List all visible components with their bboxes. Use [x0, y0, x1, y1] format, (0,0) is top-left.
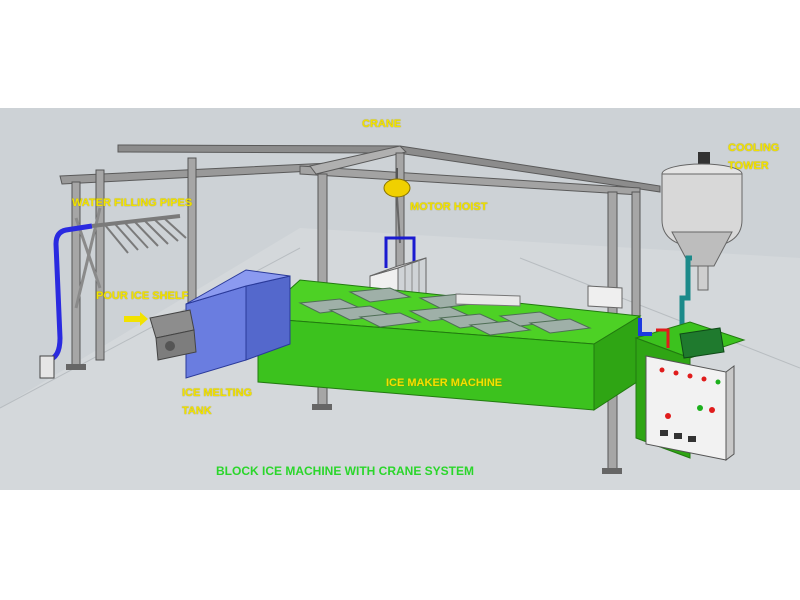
unit-pipe-red	[656, 328, 670, 348]
water-filling-pipes	[39, 214, 187, 379]
cooling-tower	[661, 152, 743, 344]
ice-melting-tank	[185, 269, 291, 379]
control-panel-meters	[660, 430, 696, 442]
tower-outlet	[697, 265, 709, 291]
column-foot-6	[602, 468, 622, 474]
pour-arrow	[124, 312, 148, 326]
hoist-hook-line	[396, 196, 401, 244]
control-panel-lamps	[659, 367, 721, 419]
label-ice-maker-machine: ICE MAKER MACHINE	[386, 377, 503, 389]
diagram-caption: BLOCK ICE MACHINE WITH CRANE SYSTEM	[216, 464, 474, 478]
label-motor-hoist: MOTOR HOIST	[410, 201, 488, 213]
control-panel-side	[725, 365, 735, 461]
filling-manifold	[91, 214, 181, 228]
shelf-wheel	[165, 341, 175, 351]
ice-maker-machine	[256, 279, 642, 411]
label-crane: CRANE	[362, 118, 402, 130]
label-ice-melting-tank: ICE MELTING TANK	[182, 387, 253, 417]
pour-ice-shelf	[124, 309, 197, 361]
label-water-filling-pipes: WATER FILLING PIPES	[72, 197, 193, 209]
column-foot-4	[312, 404, 332, 410]
hoist-lifting-frame	[384, 236, 416, 268]
motor-hoist	[383, 168, 416, 268]
ice-maker-control-box	[587, 285, 623, 309]
filling-nozzles	[104, 218, 187, 254]
unit-compressor	[679, 327, 725, 359]
hoist-motor	[383, 178, 411, 198]
floor-edge-right	[519, 257, 800, 369]
ice-mold-top	[369, 257, 427, 277]
ice-can-grid	[298, 287, 592, 336]
label-cooling-tower: COOLING TOWER	[728, 142, 780, 172]
block-ice-machine-diagram	[0, 108, 800, 490]
label-pour-ice-shelf: POUR ICE SHELF	[96, 290, 189, 302]
crane-column-2	[95, 169, 105, 361]
shelf-base	[155, 329, 197, 361]
tower-pipe-teal	[679, 255, 692, 344]
crane-trolley-beam	[309, 145, 407, 175]
crane-column-3	[187, 157, 197, 309]
pump-box	[39, 355, 55, 379]
tank-top-rim	[185, 269, 291, 305]
ice-maker-cover	[455, 293, 521, 307]
unit-pipe-blue	[638, 318, 652, 336]
water-pipe-blue	[47, 223, 93, 363]
condensing-unit	[634, 318, 746, 461]
tower-fan-motor	[698, 152, 710, 166]
column-foot-1	[66, 364, 86, 370]
